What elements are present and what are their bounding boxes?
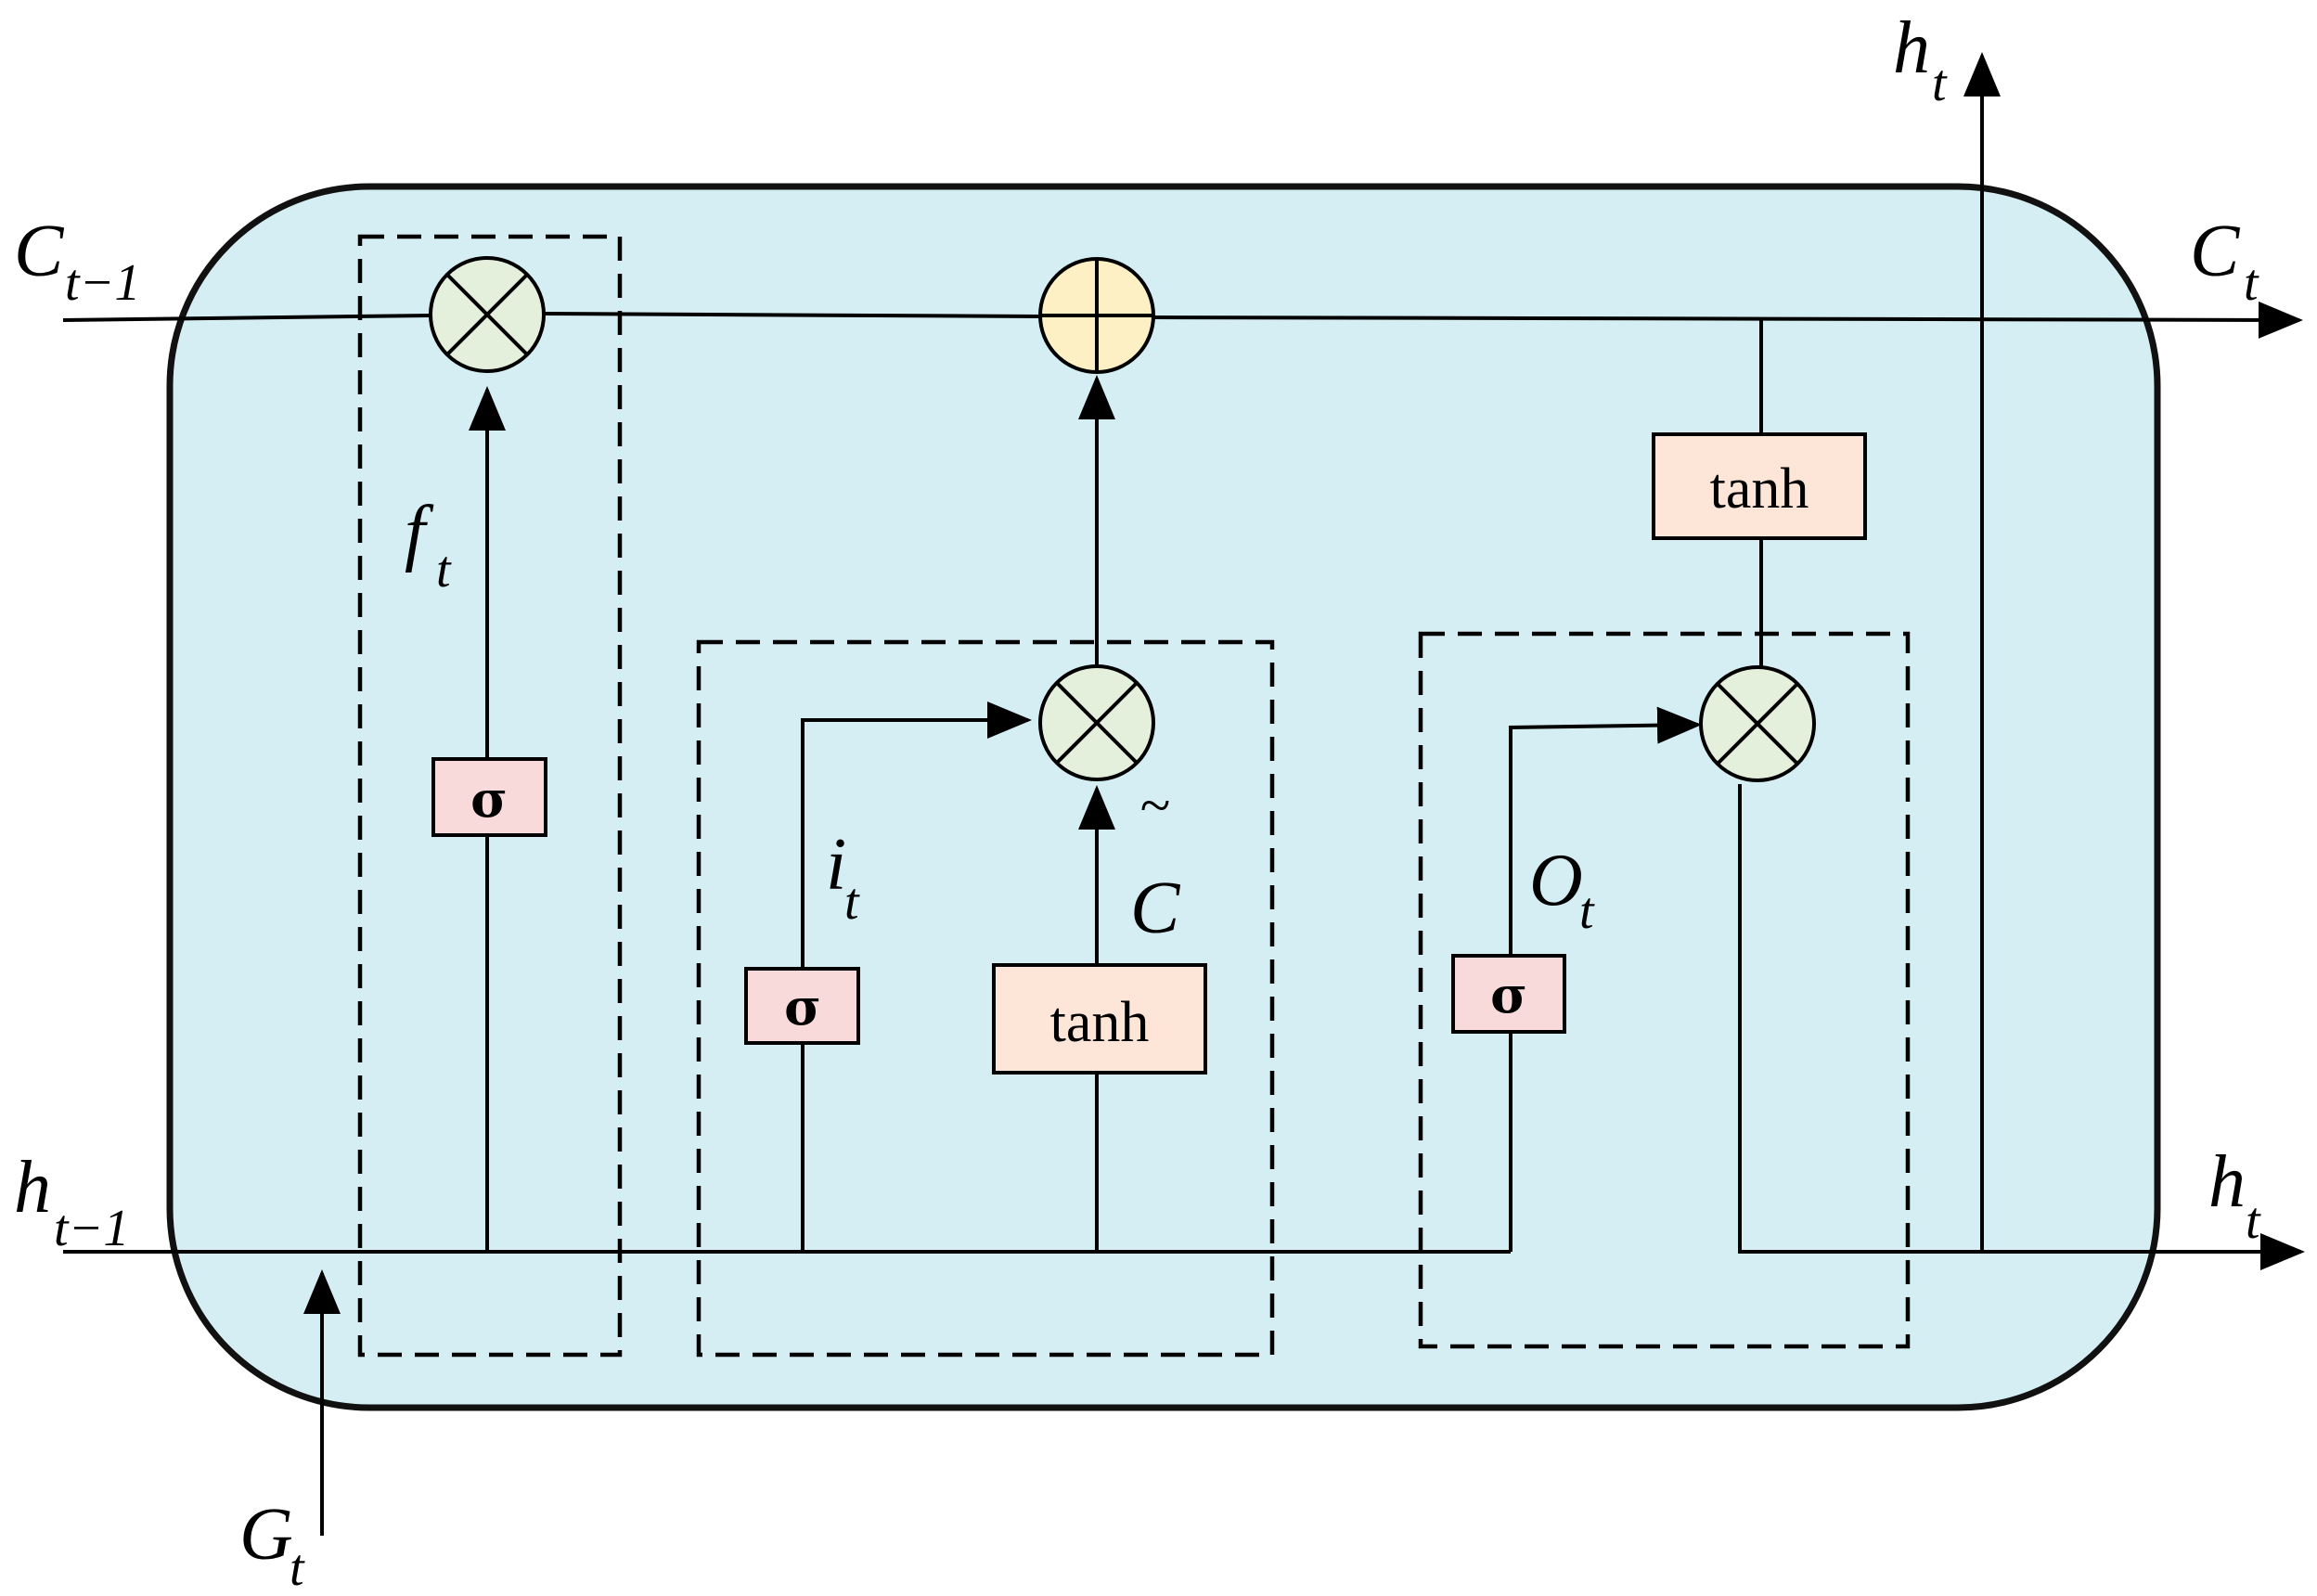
cell-state-out-line (1152, 301, 2303, 339)
output-gate-region (1418, 631, 1911, 1349)
svg-text:t−1: t−1 (54, 1200, 129, 1257)
svg-text:t: t (2246, 1192, 2261, 1250)
output-gate-arrow-line (1509, 706, 1702, 956)
label-h-top: h t (1893, 7, 1948, 112)
input-gate-arrow-line (801, 701, 1032, 969)
svg-text:C: C (1130, 868, 1181, 949)
forget-sigma-block: σ (431, 757, 547, 837)
input-sigma-label: σ (784, 977, 821, 1036)
svg-text:t: t (1932, 55, 1948, 112)
svg-text:h: h (2208, 1141, 2246, 1223)
output-sigma-block: σ (1451, 954, 1566, 1034)
cell-state-mid-line (543, 312, 1042, 318)
label-g-input: G t (239, 1494, 305, 1596)
cell-state-in-line (62, 314, 431, 322)
forget-sigma-label: σ (470, 769, 508, 829)
label-h-prev: h t−1 (14, 1147, 129, 1257)
svg-text:G: G (239, 1494, 293, 1576)
input-gate-region (696, 639, 1275, 1358)
label-h-next: h t (2208, 1141, 2261, 1250)
svg-text:t: t (1579, 882, 1595, 940)
hidden-state-out-line (1738, 784, 2305, 1270)
label-c-next: C t (2190, 211, 2259, 312)
label-output-gate: O t (1529, 840, 1595, 940)
output-multiply-op (1699, 665, 1816, 782)
wires (62, 52, 2305, 1536)
forget-multiply-op (429, 256, 546, 373)
input-sigma-block: σ (744, 967, 860, 1045)
svg-text:h: h (14, 1147, 51, 1229)
output-tanh-block: tanh (1652, 432, 1867, 540)
forget-gate-region (357, 234, 623, 1358)
output-sigma-label: σ (1490, 965, 1527, 1024)
label-c-prev: C t−1 (14, 211, 140, 312)
label-input-gate: i t (826, 824, 860, 931)
candidate-tanh-block: tanh (992, 963, 1207, 1075)
cell-add-op (1038, 257, 1155, 374)
input-multiply-op (1038, 664, 1155, 781)
svg-text:t: t (436, 541, 452, 598)
svg-text:t: t (844, 873, 860, 931)
svg-text:t−1: t−1 (65, 254, 140, 312)
svg-text:~: ~ (1139, 775, 1169, 836)
candidate-tanh-label: tanh (1050, 991, 1150, 1054)
svg-text:h: h (1893, 7, 1930, 89)
svg-text:C: C (2190, 211, 2241, 292)
svg-text:C: C (14, 211, 65, 292)
svg-text:t: t (2244, 254, 2259, 312)
svg-text:i: i (826, 824, 846, 906)
output-tanh-label: tanh (1710, 457, 1809, 521)
svg-text:O: O (1529, 840, 1583, 921)
label-candidate: ~ C (1130, 775, 1181, 949)
svg-text:t: t (290, 1539, 305, 1596)
